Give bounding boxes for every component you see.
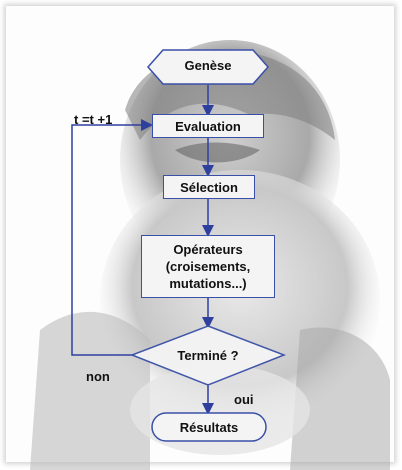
- evaluation-node: Evaluation: [152, 114, 264, 138]
- arrow-loop-back: [72, 125, 150, 355]
- operators-node: Opérateurs (croisements, mutations...): [141, 235, 275, 298]
- genesis-node-label: Genèse: [148, 58, 268, 73]
- operators-label-line3: mutations...): [169, 275, 246, 292]
- results-node-label: Résultats: [152, 420, 266, 435]
- operators-label-line2: (croisements,: [166, 258, 251, 275]
- loop-label: t =t +1: [74, 112, 112, 127]
- no-label: non: [86, 369, 110, 384]
- selection-node: Sélection: [163, 175, 255, 199]
- operators-label-line1: Opérateurs: [173, 241, 242, 258]
- evaluation-node-label: Evaluation: [175, 119, 241, 134]
- decision-node-label: Terminé ?: [148, 348, 268, 363]
- yes-label: oui: [234, 392, 254, 407]
- selection-node-label: Sélection: [180, 180, 238, 195]
